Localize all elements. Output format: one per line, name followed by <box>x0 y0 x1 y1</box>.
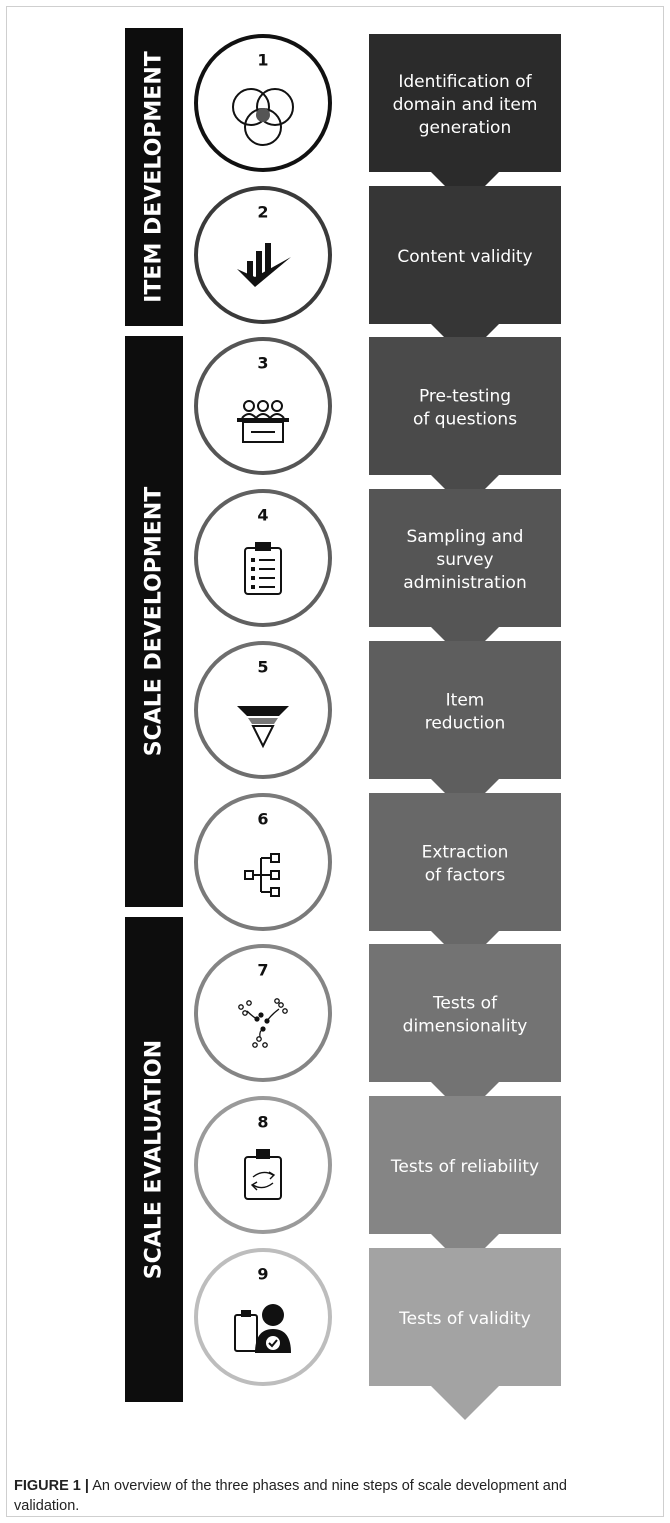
step-label-line: Tests of reliability <box>390 1157 539 1177</box>
step-arrow-shape <box>369 186 561 358</box>
step-6-arrow: Extraction of factors <box>369 793 561 965</box>
step-label-line: dimensionality <box>403 1017 528 1037</box>
step-arrow-shape <box>369 944 561 1116</box>
clipboard-list-icon <box>244 542 282 595</box>
phase-label: ITEM DEVELOPMENT <box>142 51 167 303</box>
step-label-line: Tests of <box>432 994 498 1014</box>
scale-development-diagram: ITEM DEVELOPMENT SCALE DEVELOPMENT SCALE E… <box>125 28 561 1420</box>
step-2-circle: 2 <box>194 186 332 324</box>
step-8-arrow: Tests of reliability <box>369 1096 561 1268</box>
step-8-circle: 8 <box>194 1096 332 1234</box>
step-circle <box>194 489 332 627</box>
step-circle <box>194 1096 332 1234</box>
venn-diagram-icon <box>232 88 294 146</box>
step-circle <box>194 944 332 1082</box>
figure-frame <box>6 6 664 1517</box>
bar-chart-check-icon <box>237 243 291 287</box>
step-6-circle: 6 <box>194 793 332 931</box>
step-2-arrow: Content validity <box>369 186 561 358</box>
person-clipboard-check-icon <box>234 1304 291 1353</box>
phase-bar <box>125 917 183 1402</box>
step-label-line: survey <box>436 550 493 570</box>
step-arrow-shape <box>369 641 561 813</box>
step-circle <box>194 34 332 172</box>
step-number: 6 <box>257 810 268 829</box>
step-arrow-shape <box>369 489 561 661</box>
step-label-line: of factors <box>425 866 506 886</box>
step-label-line: Tests of validity <box>398 1309 531 1329</box>
step-number: 9 <box>257 1265 268 1284</box>
phase-bar <box>125 28 183 326</box>
step-number: 3 <box>257 354 268 373</box>
figure-caption: FIGURE 1 | An overview of the three phas… <box>14 1476 634 1516</box>
step-label-line: domain and item <box>393 95 538 115</box>
scatter-clusters-icon <box>238 998 288 1048</box>
phase-label: SCALE DEVELOPMENT <box>142 487 167 756</box>
step-number: 8 <box>257 1113 268 1132</box>
step-7-arrow: Tests of dimensionality <box>369 944 561 1116</box>
step-1-arrow: Identification of domain and item generati… <box>369 34 561 206</box>
step-4-circle: 4 <box>194 489 332 627</box>
step-label-line: of questions <box>413 410 517 430</box>
phase-1: ITEM DEVELOPMENT <box>125 28 183 326</box>
step-5-arrow: Item reduction <box>369 641 561 813</box>
step-label-line: Item <box>446 691 485 711</box>
step-9-circle: 9 <box>194 1248 332 1386</box>
phase-bar <box>125 336 183 907</box>
step-label-line: reduction <box>425 714 506 734</box>
step-number: 1 <box>257 51 268 70</box>
phase-label: SCALE EVALUATION <box>142 1040 167 1279</box>
panel-people-icon <box>237 400 289 443</box>
step-arrow-shape <box>369 337 561 509</box>
step-arrow-shape <box>369 34 561 206</box>
step-7-circle: 7 <box>194 944 332 1082</box>
caption-text: An overview of the three phases and nine… <box>14 1478 567 1514</box>
clipboard-cycle-icon <box>244 1149 282 1200</box>
step-label-line: generation <box>419 118 511 138</box>
step-label-line: Sampling and <box>407 527 524 547</box>
step-arrow-shape <box>369 793 561 965</box>
step-number: 5 <box>257 658 268 677</box>
factor-tree-icon <box>244 853 280 897</box>
caption-label: FIGURE 1 | <box>14 1478 89 1494</box>
step-number: 2 <box>257 203 268 222</box>
phase-2: SCALE DEVELOPMENT <box>125 336 183 907</box>
step-circle <box>194 337 332 475</box>
step-label-line: Pre-testing <box>419 387 511 407</box>
step-number: 7 <box>257 961 268 980</box>
step-arrow-shape <box>369 1248 561 1420</box>
step-label-line: Extraction <box>422 843 509 863</box>
step-label-line: Identification of <box>398 72 532 92</box>
phase-3: SCALE EVALUATION <box>125 917 183 1402</box>
step-arrow-shape <box>369 1096 561 1268</box>
step-1-circle: 1 <box>194 34 332 172</box>
step-3-circle: 3 <box>194 337 332 475</box>
step-circle <box>194 793 332 931</box>
funnel-icon <box>237 706 289 749</box>
step-5-circle: 5 <box>194 641 332 779</box>
step-number: 4 <box>257 506 268 525</box>
step-label-line: administration <box>403 573 526 593</box>
step-circle <box>194 186 332 324</box>
step-label-line: Content validity <box>397 247 532 267</box>
step-4-arrow: Sampling and survey administration <box>369 489 561 661</box>
step-3-arrow: Pre-testing of questions <box>369 337 561 509</box>
step-9-arrow: Tests of validity <box>369 1248 561 1420</box>
